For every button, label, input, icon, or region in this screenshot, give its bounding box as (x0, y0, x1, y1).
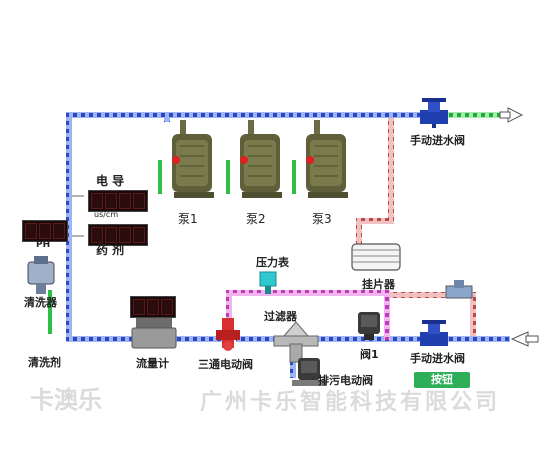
pump-2[interactable] (226, 120, 282, 198)
hanger-icon (351, 243, 401, 271)
chemical-label: 药 剂 (96, 243, 125, 257)
return-pipe (356, 118, 476, 336)
pump-1-label: 泵1 (178, 212, 198, 226)
side-valve-icon (445, 280, 473, 299)
manual-inlet-valve-top-icon[interactable] (420, 98, 448, 128)
filter-label: 过滤器 (264, 310, 297, 323)
pump-1[interactable] (158, 120, 214, 198)
drain-valve-icon[interactable] (292, 358, 326, 386)
conductivity-display (88, 190, 148, 212)
pump-3-status-light (306, 156, 314, 164)
pump-3-label: 泵3 (312, 212, 332, 226)
valve-1-label: 阀1 (360, 348, 379, 361)
pump-2-status-light (240, 156, 248, 164)
chemical-display (88, 224, 148, 246)
flowmeter-icon (131, 318, 177, 349)
three-way-valve-label: 三通电动阀 (198, 358, 253, 371)
drain-valve-label: 排污电动阀 (318, 374, 373, 387)
flowmeter-label: 流量计 (136, 357, 169, 370)
cleaning-agent-label: 清洗剂 (28, 356, 61, 369)
pump-3[interactable] (292, 120, 348, 198)
flowmeter-display (130, 296, 176, 318)
three-way-valve-icon[interactable] (216, 318, 240, 351)
manual-inlet-valve-bottom-icon[interactable] (420, 320, 448, 346)
filter-icon (273, 321, 319, 363)
outlet-arrow-top (499, 107, 524, 123)
watermark: 卡澳乐 广州卡乐智能科技有限公司 (30, 380, 530, 420)
cleaner-label: 清洗器 (24, 296, 57, 309)
valve-1-icon[interactable] (358, 312, 380, 340)
watermark-logo: 卡澳乐 (30, 386, 102, 414)
conductivity-label: 电 导 (96, 174, 125, 188)
outlet-arrow-bottom (510, 331, 539, 347)
manual-inlet-valve-bottom-label: 手动进水阀 (410, 352, 465, 365)
hanger-label: 挂片器 (362, 278, 395, 291)
green-inlet-pipe (428, 112, 508, 118)
manual-inlet-valve-top-label: 手动进水阀 (410, 134, 465, 147)
pressure-gauge-icon (259, 271, 277, 294)
ph-label: PH (36, 240, 51, 250)
ph-display (22, 220, 68, 242)
conductivity-unit-label: us/cm (94, 210, 119, 219)
cleaner-icon (27, 256, 55, 294)
cleaning-agent-pipe (48, 290, 52, 334)
control-button[interactable]: 按钮 (414, 372, 470, 388)
filter-pipe-loop (226, 290, 390, 340)
watermark-company: 广州卡乐智能科技有限公司 (200, 390, 501, 415)
pump-2-label: 泵2 (246, 212, 266, 226)
pump-1-status-light (172, 156, 180, 164)
pressure-gauge-label: 压力表 (256, 256, 289, 269)
